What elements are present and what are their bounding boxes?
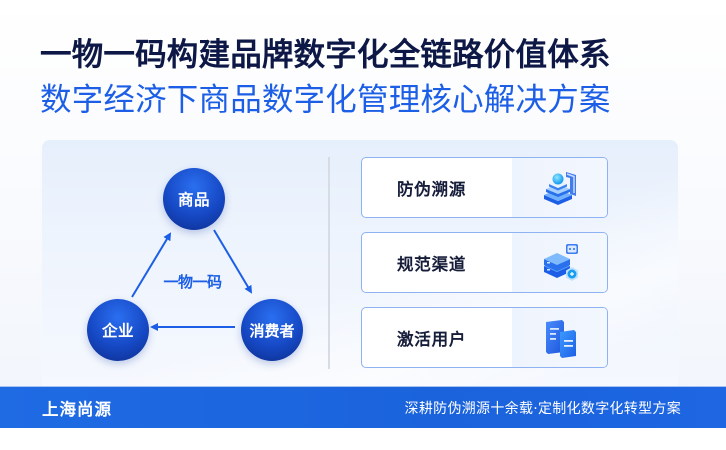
layered-stack-icon — [543, 171, 576, 205]
footer-brand: 上海尚源 — [42, 400, 112, 419]
feature-card-icon-area — [512, 158, 607, 217]
feature-card-activate-users[interactable]: 激活用户 — [361, 307, 608, 368]
feature-card-label: 防伪溯源 — [397, 179, 467, 199]
footer-bar: 上海尚源 深耕防伪溯源十余载·定制化数字化转型方案 — [0, 386, 726, 428]
server-channel-icon — [543, 243, 578, 281]
page-title: 一物一码构建品牌数字化全链路价值体系 — [40, 37, 611, 73]
node-product-label: 商品 — [177, 191, 210, 209]
feature-card-icon-area — [512, 308, 607, 367]
feature-card-label: 规范渠道 — [397, 254, 467, 274]
node-enterprise-label: 企业 — [101, 322, 134, 340]
panel-divider — [328, 157, 330, 369]
feature-card-label: 激活用户 — [397, 329, 467, 349]
footer-tagline: 深耕防伪溯源十余载·定制化数字化转型方案 — [404, 401, 681, 417]
node-consumer-label: 消费者 — [249, 321, 295, 340]
documents-icon — [545, 319, 576, 358]
feature-card-icon-area — [512, 233, 607, 292]
page-subtitle: 数字经济下商品数字化管理核心解决方案 — [40, 82, 611, 118]
feature-card-anti-counterfeit[interactable]: 防伪溯源 — [361, 157, 608, 218]
node-enterprise: 企业 — [87, 299, 149, 361]
feature-card-channel[interactable]: 规范渠道 — [361, 232, 608, 293]
node-product: 商品 — [163, 168, 225, 230]
node-consumer: 消费者 — [241, 299, 303, 361]
